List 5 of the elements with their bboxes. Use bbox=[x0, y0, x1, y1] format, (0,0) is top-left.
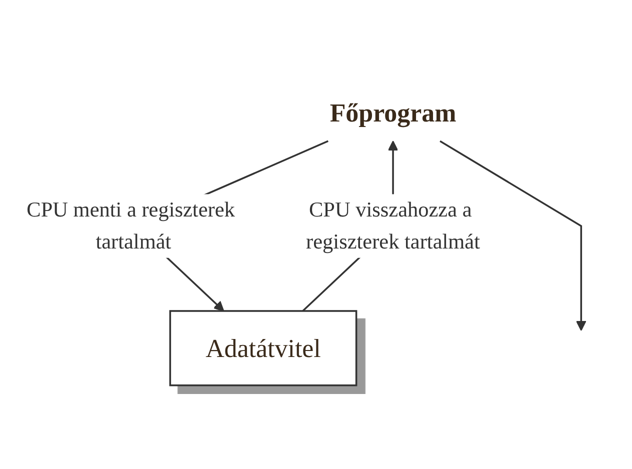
edge-label: CPU visszahozza a regiszterek tartalmát bbox=[306, 197, 480, 253]
edge-label: CPU menti a regiszterek tartalmát bbox=[26, 197, 235, 253]
node-text: Főprogram bbox=[330, 98, 456, 128]
node-box: Adatátvitel bbox=[169, 310, 358, 386]
arrow bbox=[440, 140, 586, 331]
